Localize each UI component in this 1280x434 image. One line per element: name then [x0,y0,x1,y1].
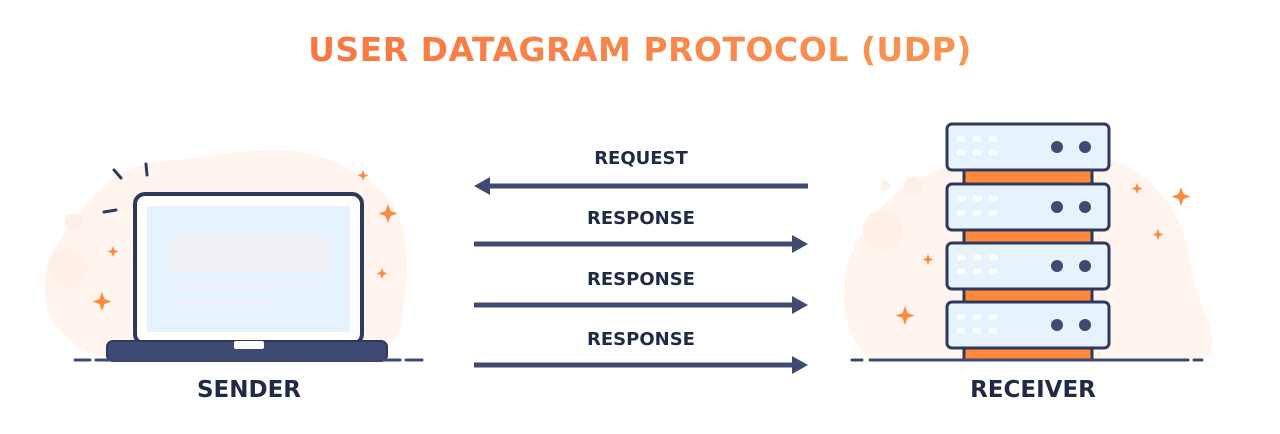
server-unit [945,241,1111,291]
request-arrow [474,177,808,195]
laptop-ray-icon [112,168,123,180]
sparkle-icon [376,268,388,279]
laptop-icon [73,162,424,362]
laptop-notch [234,341,264,349]
sparkle-icon [92,292,112,311]
arrow-label-request: REQUEST [594,148,688,169]
screen-content-line [167,285,331,289]
sparkle-icon [895,306,915,325]
response-arrow [474,296,808,314]
arrow-label-response: RESPONSE [587,329,695,350]
sparkle-icon [1152,229,1164,240]
sparkle-icon [1131,183,1143,194]
arrow-label-response: RESPONSE [587,269,695,290]
arrow-label-response: RESPONSE [587,208,695,229]
server-unit [945,182,1111,232]
sender-label: SENDER [196,377,302,403]
server-stack-icon [850,122,1204,362]
sparkle-icon [1171,187,1191,206]
response-arrow [474,235,808,253]
screen-content-line [167,300,275,304]
screen-content-block [167,236,331,272]
receiver-label: RECEIVER [970,377,1096,403]
response-arrow [474,356,808,374]
sparkle-icon [357,170,369,181]
laptop-ray-icon [102,208,118,214]
laptop-ray-icon [144,162,149,177]
sparkle-icon [107,246,119,257]
sparkle-icon [922,254,934,265]
server-unit [945,122,1111,172]
server-unit [945,300,1111,350]
sparkle-icon [378,204,398,223]
diagram-title: USER DATAGRAM PROTOCOL (UDP) [0,30,1280,69]
sparkle-icons [92,170,1191,325]
